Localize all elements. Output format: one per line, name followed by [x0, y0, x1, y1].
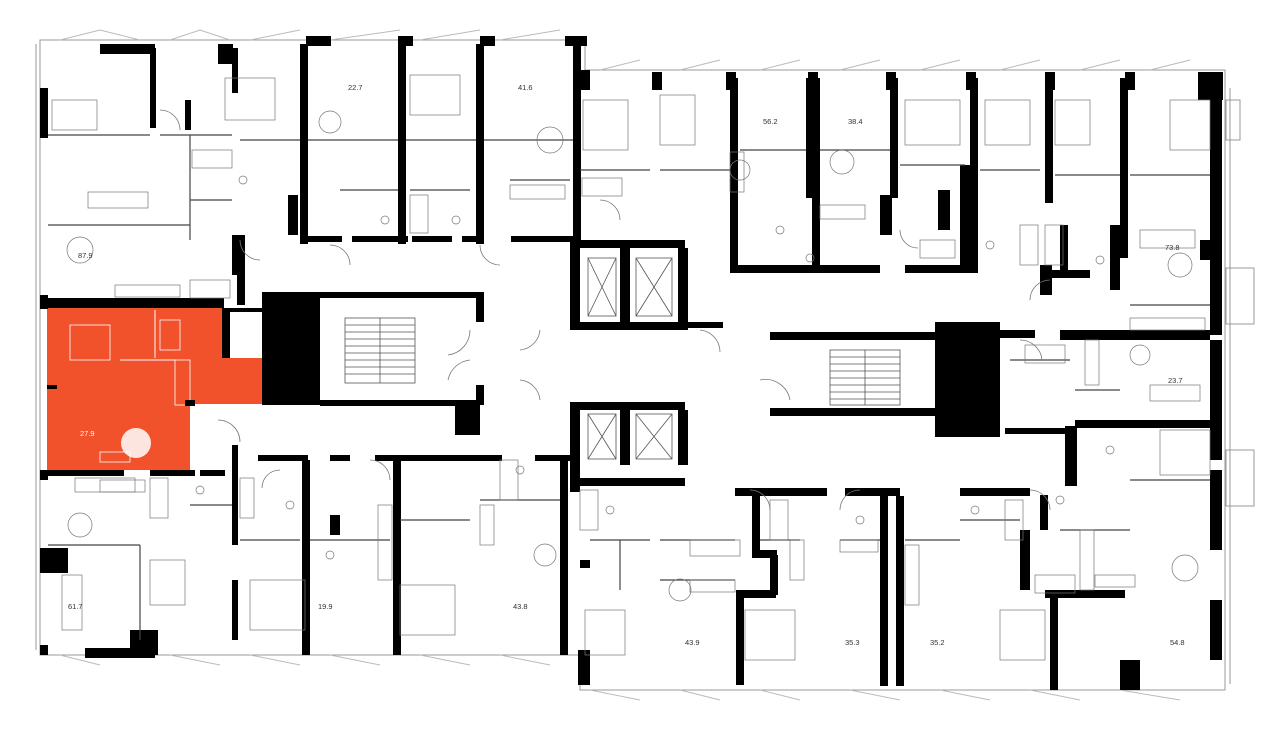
area-label-87-9: 87.9	[78, 251, 93, 260]
area-label-73-8: 73.8	[1165, 243, 1180, 252]
area-label-22-7: 22.7	[348, 83, 363, 92]
highlighted-apartment[interactable]	[47, 308, 264, 470]
area-labels: 87.9 22.7 41.6 56.2 38.4 73.8 23.7 27.9 …	[68, 83, 1185, 647]
area-label-19-9: 19.9	[318, 602, 333, 611]
stairs-right	[829, 349, 901, 406]
door-swings	[159, 109, 1051, 511]
furniture	[51, 74, 1211, 661]
area-label-41-6: 41.6	[518, 83, 533, 92]
walls	[40, 36, 1223, 690]
area-label-54-8: 54.8	[1170, 638, 1185, 647]
area-label-35-3: 35.3	[845, 638, 860, 647]
area-label-38-4: 38.4	[848, 117, 863, 126]
area-label-43-8: 43.8	[513, 602, 528, 611]
stairs-left	[344, 317, 416, 384]
elevator-shafts	[587, 257, 673, 460]
area-label-23-7: 23.7	[1168, 376, 1183, 385]
outer-contour	[35, 39, 1255, 691]
area-label-56-2: 56.2	[763, 117, 778, 126]
window-marks	[59, 29, 1191, 701]
area-label-61-7: 61.7	[68, 602, 83, 611]
area-label-35-2: 35.2	[930, 638, 945, 647]
area-label-27-9: 27.9	[80, 429, 95, 438]
area-label-43-9: 43.9	[685, 638, 700, 647]
